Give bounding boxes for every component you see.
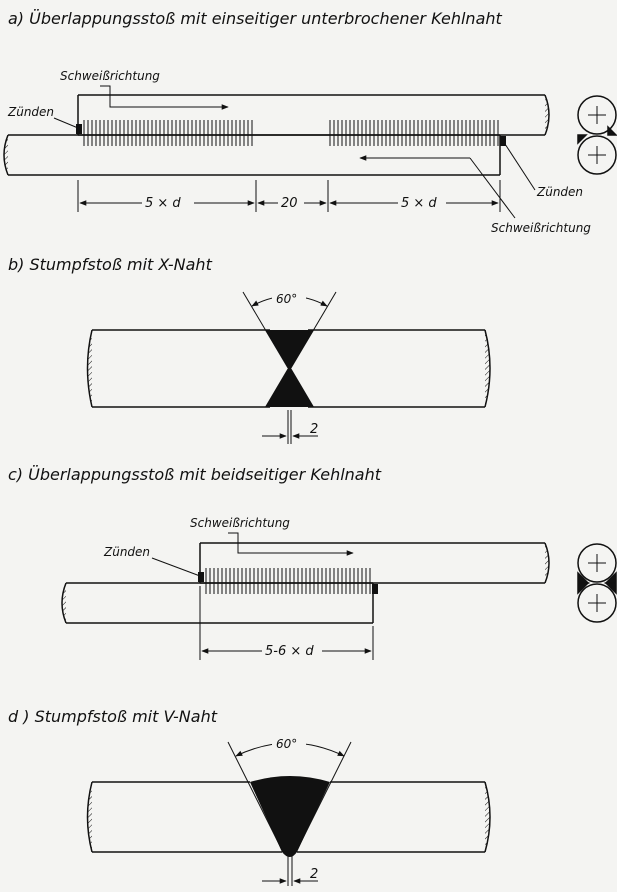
ignite-mark-c-left xyxy=(198,572,204,582)
dim-bg-a3 xyxy=(398,195,446,209)
weld-seam-a-right xyxy=(329,120,499,146)
ignite-label-c: Zünden xyxy=(103,545,150,559)
weld-direction-leader-a-bottom xyxy=(469,157,516,219)
ignite-mark-a-left xyxy=(76,124,82,134)
plates-d xyxy=(86,781,491,853)
weld-direction-arrow-a-top xyxy=(100,85,229,110)
cross-section-a xyxy=(577,95,617,175)
ignite-label-a-right: Zünden xyxy=(536,185,583,199)
angle-bg-b xyxy=(272,291,306,305)
caption-a: a) Überlappungsstoß mit einseitiger unte… xyxy=(8,9,503,28)
ignite-mark-c-right xyxy=(372,584,378,594)
section-b: b) Stumpfstoß mit X-Naht 60° 2 xyxy=(8,255,491,444)
plates-b xyxy=(86,329,491,408)
dim-bg-a1 xyxy=(142,195,194,209)
weld-seam-c xyxy=(205,568,371,594)
gap-dim-d xyxy=(262,856,318,886)
dim-bg-c xyxy=(262,643,322,657)
dim-label-a2: 20 xyxy=(281,196,298,211)
ignite-leader-a-right xyxy=(504,143,536,191)
ignite-leader-c xyxy=(151,557,201,577)
dim-bg-a2 xyxy=(278,195,304,209)
angle-label-d: 60° xyxy=(276,737,297,751)
section-d: d ) Stumpfstoß mit V-Naht 60° 2 xyxy=(8,707,491,886)
ignite-leader-a-left xyxy=(53,117,79,129)
weld-direction-label-a-top: Schweißrichtung xyxy=(60,69,160,83)
angle-label-b: 60° xyxy=(276,292,297,306)
ignite-mark-a-right xyxy=(500,136,506,146)
upper-plate-c xyxy=(199,542,550,584)
ignite-label-a-left: Zünden xyxy=(7,105,54,119)
weld-direction-label-a-bottom: Schweißrichtung xyxy=(491,221,591,235)
angle-bg-d xyxy=(272,736,306,750)
gap-label-d: 2 xyxy=(310,867,318,882)
gap-label-b: 2 xyxy=(310,422,318,437)
cross-section-c xyxy=(577,543,617,623)
v-weld-d xyxy=(250,776,330,857)
dim-label-c: 5-6 × d xyxy=(265,644,314,659)
weld-seam-a-left xyxy=(83,120,253,146)
section-c: c) Überlappungsstoß mit beidseitiger Keh… xyxy=(8,465,617,660)
weld-direction-label-c: Schweißrichtung xyxy=(190,516,290,530)
caption-b: b) Stumpfstoß mit X-Naht xyxy=(8,255,213,274)
caption-d: d ) Stumpfstoß mit V-Naht xyxy=(8,707,218,726)
section-a: a) Überlappungsstoß mit einseitiger unte… xyxy=(3,9,617,235)
weld-direction-arrow-c xyxy=(228,532,354,556)
caption-c: c) Überlappungsstoß mit beidseitiger Keh… xyxy=(8,465,382,484)
dim-label-a1: 5 × d xyxy=(145,196,181,211)
dim-label-a3: 5 × d xyxy=(401,196,437,211)
gap-dim-b xyxy=(262,410,318,444)
